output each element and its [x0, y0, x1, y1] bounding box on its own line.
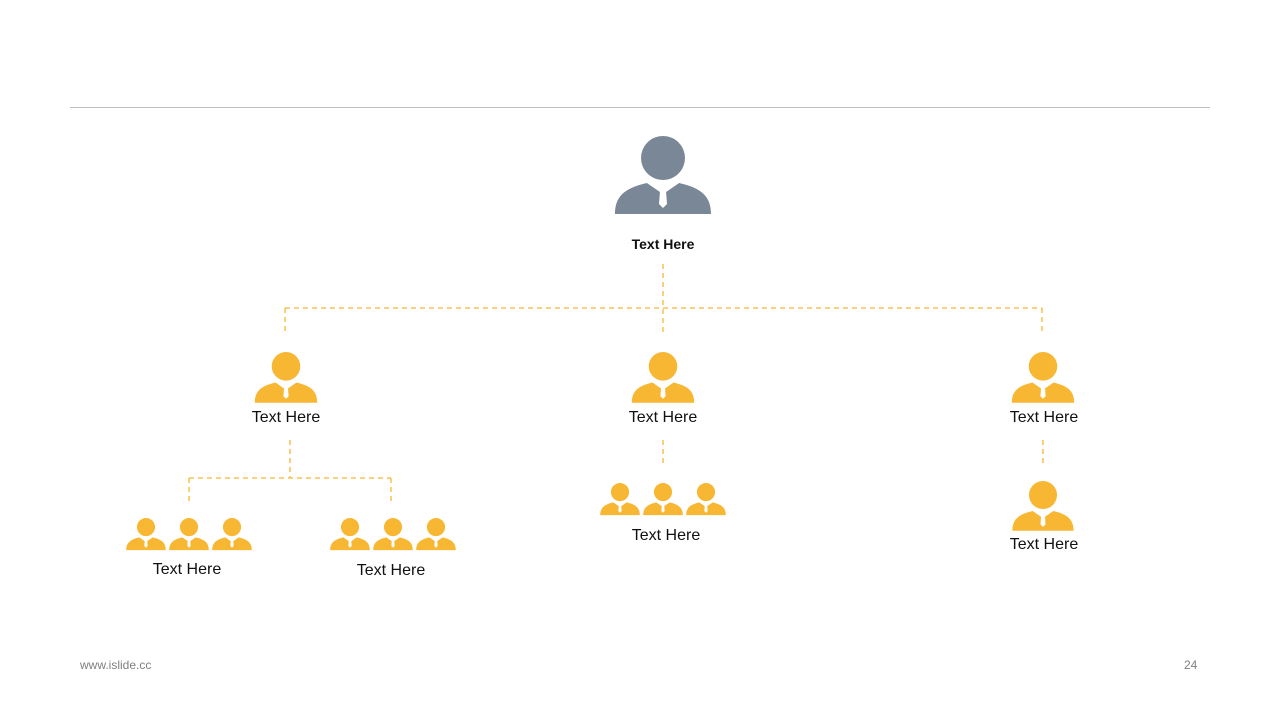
person-icon	[126, 518, 166, 551]
level1-center-label: Text Here	[628, 409, 698, 426]
level1-left-person-icon	[254, 352, 318, 403]
person-icon	[643, 483, 683, 516]
root-label: Text Here	[631, 236, 695, 252]
person-icon	[373, 518, 413, 551]
footer-website: www.islide.cc	[80, 658, 152, 672]
person-icon	[600, 483, 640, 516]
title-divider	[70, 107, 1210, 108]
level2-left-b-label: Text Here	[356, 562, 426, 579]
level1-right-person-icon	[1011, 352, 1075, 403]
level2-right-person-icon	[1012, 481, 1074, 531]
page-number: 24	[1184, 658, 1198, 672]
level2-center-label: Text Here	[631, 527, 701, 544]
level1-left-label: Text Here	[251, 409, 321, 426]
level1-center-person-icon	[631, 352, 695, 403]
person-icon	[330, 518, 370, 551]
person-icon	[212, 518, 252, 551]
person-icon	[169, 518, 209, 551]
person-icon	[416, 518, 456, 551]
root-person-icon	[615, 136, 711, 214]
person-icon	[686, 483, 726, 516]
level2-left-a-label: Text Here	[152, 561, 222, 578]
level2-right-label: Text Here	[1009, 536, 1079, 553]
level1-right-label: Text Here	[1009, 409, 1079, 426]
